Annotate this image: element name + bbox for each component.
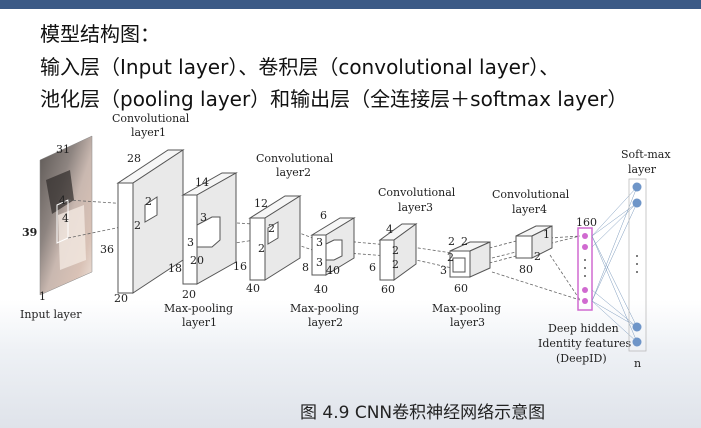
pool1-dim-left: 18	[168, 262, 182, 275]
deepid-line3: (DeepID)	[556, 352, 607, 365]
input-image	[39, 135, 93, 296]
pool1-kernel-c: 20	[190, 254, 204, 267]
conv3-dim-top: 4	[386, 223, 393, 236]
deepid-count: 160	[576, 216, 597, 229]
conv1-kernel-b: 2	[134, 219, 141, 232]
pool2-kernel-c: 40	[326, 264, 340, 277]
pool1-dim-top: 14	[195, 176, 209, 189]
pool3-dim-top: 2	[448, 235, 455, 248]
pool2-title-line1: Max-pooling	[290, 302, 359, 315]
conv1-title-line1: Convolutional	[112, 112, 190, 125]
pool2-kernel-a: 3	[316, 236, 323, 249]
pool1-kernel-b: 3	[187, 236, 194, 249]
pool2-dim-left: 8	[302, 261, 309, 274]
input-dim-bottom: 1	[39, 290, 46, 303]
pool2-dim-bottom: 40	[314, 283, 328, 296]
conv3-title-line2: layer3	[398, 201, 433, 214]
conv3-kernel-b: 2	[392, 258, 399, 271]
conv2-dim-left: 16	[233, 260, 247, 273]
conv3-dim-bottom: 60	[381, 283, 395, 296]
pool3-title-line1: Max-pooling	[432, 302, 501, 315]
conv3-title-line1: Convolutional	[378, 186, 456, 199]
conv2-dim-top: 12	[254, 197, 268, 210]
softmax-n-label: n	[634, 357, 641, 370]
conv3-kernel-a: 2	[392, 244, 399, 257]
pool1-dim-bottom: 20	[182, 288, 196, 301]
heading-line-2: 输入层（Input layer）、卷积层（convolutional layer…	[40, 55, 560, 79]
pool2-kernel-b: 3	[316, 256, 323, 269]
input-layer-label: Input layer	[20, 308, 82, 321]
fc-connections	[591, 186, 638, 343]
input-dim-left: 39	[22, 226, 37, 239]
conv3-dim-left: 6	[369, 261, 376, 274]
pool-layer-3-block	[449, 241, 491, 278]
conv2-title-line1: Convolutional	[256, 152, 334, 165]
conv4-title-line1: Convolutional	[492, 188, 570, 201]
softmax-column	[628, 178, 647, 352]
pool1-kernel-a: 3	[200, 211, 207, 224]
conv2-kernel-b: 2	[258, 242, 265, 255]
pool3-kernel-b: 2	[447, 251, 454, 264]
heading-line-3: 池化层（pooling layer）和输出层（全连接层＋softmax laye…	[40, 87, 628, 111]
softmax-title-line1: Soft-max	[621, 148, 671, 161]
conv1-dim-bottom: 20	[114, 292, 128, 305]
conv-layer-4-block	[515, 225, 553, 259]
input-dim-top: 31	[56, 143, 70, 156]
conv4-dim-bottom: 80	[519, 263, 533, 276]
conv-layer-2-block	[248, 195, 302, 281]
pool1-title-line1: Max-pooling	[164, 302, 233, 315]
pool3-title-line2: layer3	[450, 316, 485, 329]
conv1-dim-left: 36	[100, 243, 114, 256]
pool2-dim-top: 6	[320, 209, 327, 222]
conv-layer-1-block	[116, 149, 185, 294]
conv1-kernel-a: 2	[145, 195, 152, 208]
conv2-dim-bottom: 40	[246, 282, 260, 295]
deepid-column	[577, 227, 593, 311]
slide-top-bar	[0, 0, 701, 9]
heading-line-1: 模型结构图：	[40, 22, 160, 46]
figure-caption: 图 4.9 CNN卷积神经网络示意图	[300, 403, 546, 423]
softmax-title-line2: layer	[628, 163, 657, 176]
pool-layer-1-block	[181, 172, 238, 285]
pool1-title-line2: layer1	[182, 316, 217, 329]
conv1-dim-top: 28	[127, 152, 141, 165]
pool3-kernel-a: 2	[461, 235, 468, 248]
input-kernel-b: 4	[62, 212, 69, 225]
deepid-line2: Identity features	[538, 337, 631, 350]
deepid-line1: Deep hidden	[548, 322, 619, 335]
pool2-title-line2: layer2	[308, 316, 343, 329]
pool-layer-2-block	[310, 217, 356, 276]
pool3-dim-left: 3	[440, 264, 447, 277]
conv4-dim-left: 2	[534, 250, 541, 263]
conv4-title-line2: layer4	[512, 203, 547, 216]
conv-layer-3-block	[378, 223, 418, 281]
pool3-dim-bottom: 60	[454, 282, 468, 295]
conv2-title-line2: layer2	[276, 166, 311, 179]
conv4-dim-top: 1	[543, 228, 550, 241]
input-kernel-a: 4	[59, 194, 66, 207]
conv2-kernel-a: 2	[268, 222, 275, 235]
conv1-title-line2: layer1	[131, 126, 166, 139]
